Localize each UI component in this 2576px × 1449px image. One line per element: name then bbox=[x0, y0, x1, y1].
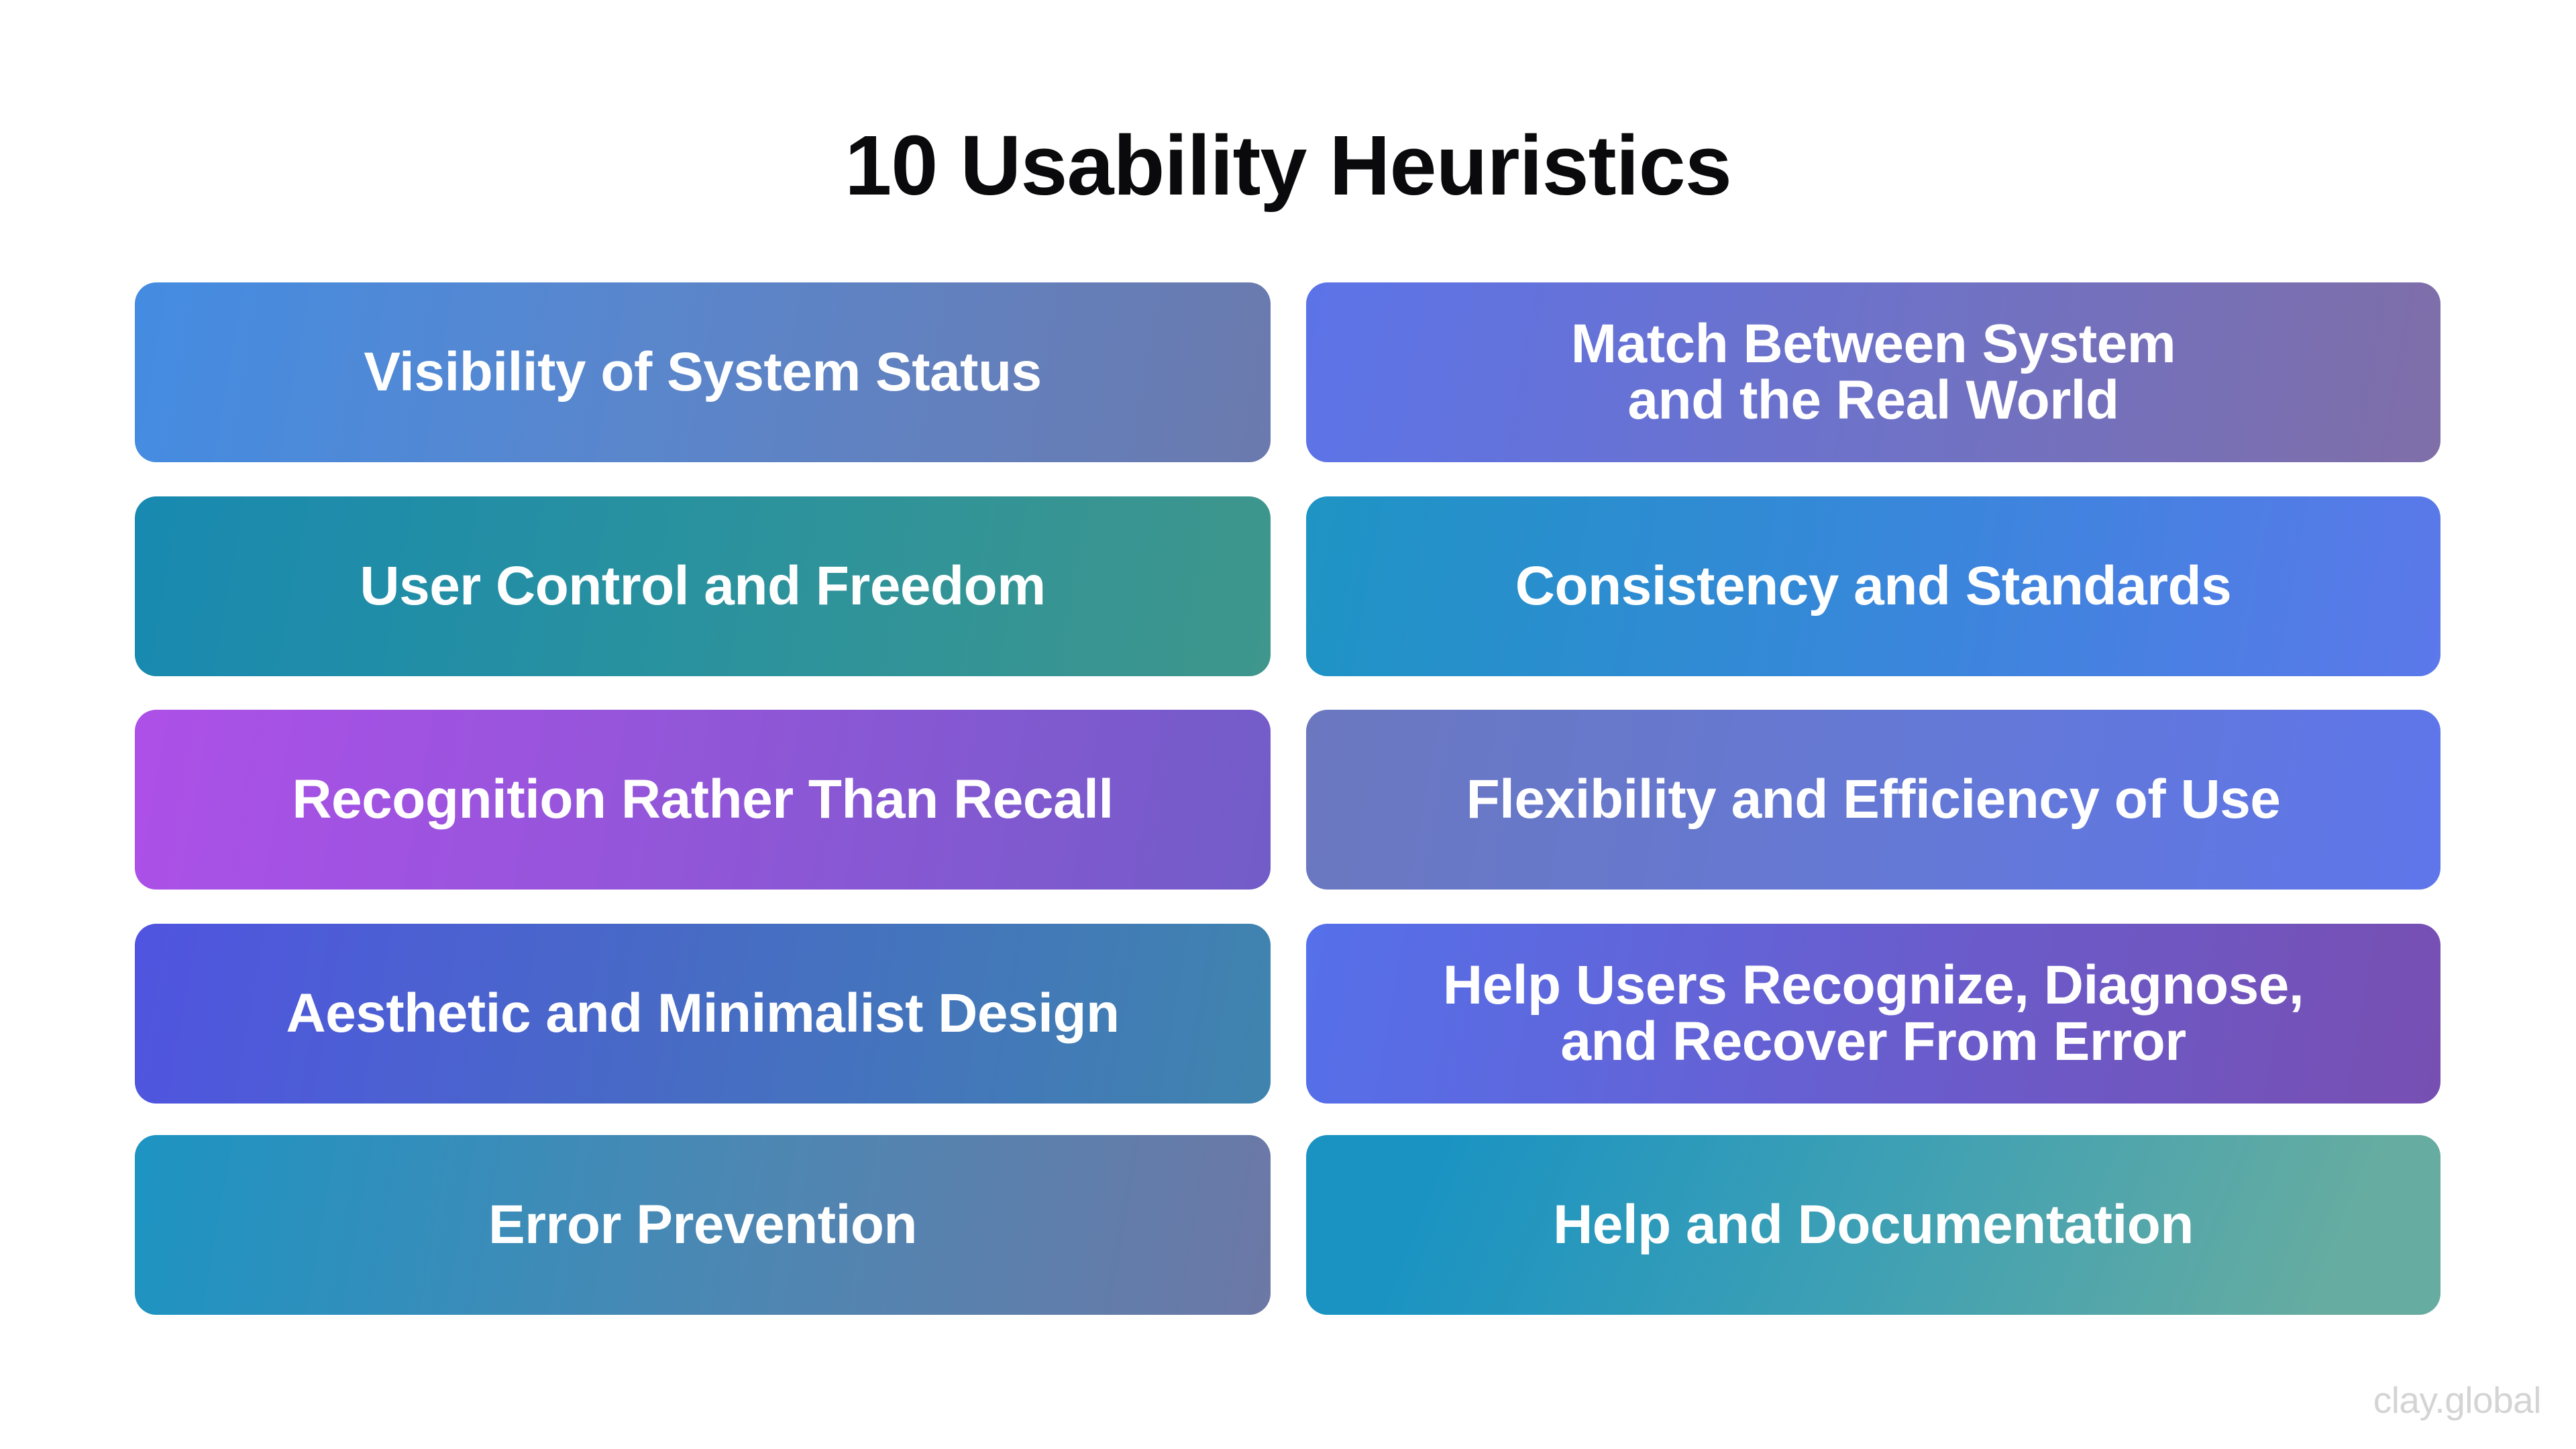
heuristic-card-consistency-and-standards: Consistency and Standards bbox=[1306, 496, 2440, 676]
heuristic-card-user-control-and-freedom: User Control and Freedom bbox=[135, 496, 1271, 676]
heuristic-label: Help Users Recognize, Diagnose, and Reco… bbox=[1442, 955, 2304, 1072]
heuristic-label: Flexibility and Efficiency of Use bbox=[1466, 769, 2281, 830]
heuristic-card-recognition-rather-than-recall: Recognition Rather Than Recall bbox=[135, 710, 1271, 890]
heuristic-card-visibility-of-system-status: Visibility of System Status bbox=[135, 282, 1271, 462]
heuristic-card-flexibility-and-efficiency-of-use: Flexibility and Efficiency of Use bbox=[1306, 710, 2440, 890]
heuristic-label: User Control and Freedom bbox=[360, 555, 1046, 616]
heuristic-label: Recognition Rather Than Recall bbox=[292, 769, 1114, 830]
heuristic-label: Match Between System and the Real World bbox=[1570, 313, 2176, 431]
watermark-text: clay.global bbox=[2373, 1379, 2542, 1421]
heuristic-card-aesthetic-and-minimalist-design: Aesthetic and Minimalist Design bbox=[135, 924, 1271, 1104]
heuristic-card-error-prevention: Error Prevention bbox=[135, 1135, 1271, 1315]
heuristic-card-help-users-recover-from-error: Help Users Recognize, Diagnose, and Reco… bbox=[1306, 924, 2440, 1104]
heuristic-label: Help and Documentation bbox=[1553, 1194, 2194, 1255]
heuristic-card-help-and-documentation: Help and Documentation bbox=[1306, 1135, 2440, 1315]
heuristic-label: Error Prevention bbox=[488, 1194, 918, 1255]
heuristic-label: Visibility of System Status bbox=[364, 341, 1042, 402]
heuristic-label: Aesthetic and Minimalist Design bbox=[286, 983, 1120, 1044]
heuristic-card-match-between-system-and-real-world: Match Between System and the Real World bbox=[1306, 282, 2440, 462]
heuristic-label: Consistency and Standards bbox=[1515, 555, 2232, 616]
page-title: 10 Usability Heuristics bbox=[845, 118, 1732, 213]
